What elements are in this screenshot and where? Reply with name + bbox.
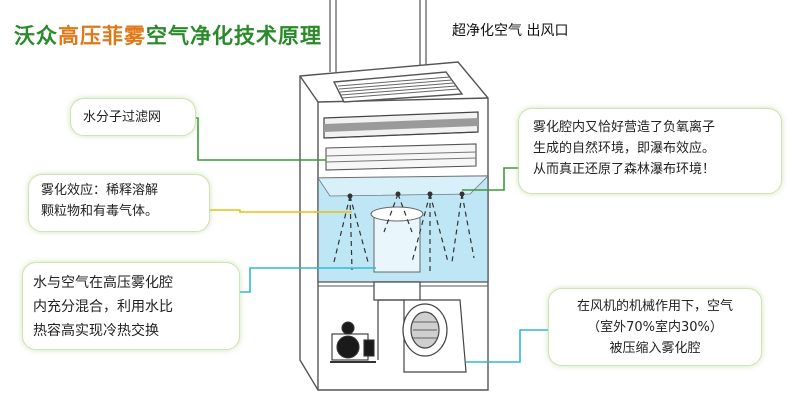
atomization-chamber (317, 175, 489, 283)
leader-line-atomize (210, 209, 352, 213)
title-brand: 沃众 (14, 24, 58, 48)
callout-water-filter-text: 水分子过滤网 (83, 110, 162, 125)
callout-mixing-line3: 热容高实现冷热交换 (33, 323, 159, 339)
title-highlight: 高压菲雾 (58, 24, 146, 48)
water-filter-mesh (323, 111, 479, 139)
callout-atomization-line2: 颗粒物和有毒气体。 (41, 204, 159, 219)
callout-mixing-line2: 内充分混合，利用水比 (33, 299, 173, 315)
callout-water-air-mixing: 水与空气在高压雾化腔 内充分混合，利用水比 热容高实现冷热交换 (22, 262, 240, 350)
leader-line-anion (462, 167, 518, 191)
water-pump (330, 321, 376, 363)
callout-mixing-line1: 水与空气在高压雾化腔 (33, 275, 173, 291)
leader-line-filter (196, 117, 326, 161)
title-rest: 空气净化技术原理 (146, 24, 322, 48)
callout-intake-line2: （室外70%室内30%） (587, 320, 723, 335)
callout-atomization-effect: 雾化效应：稀释溶解 颗粒物和有毒气体。 (28, 174, 210, 232)
centrifugal-fan (373, 281, 467, 373)
callout-intake-line3: 被压缩入雾化腔 (609, 341, 701, 356)
leader-line-intake (466, 329, 548, 363)
callout-intake-line1: 在风机的机械作用下，空气 (576, 299, 733, 314)
diagram-title: 沃众高压菲雾空气净化技术原理 (14, 20, 322, 50)
callout-fan-intake: 在风机的机械作用下，空气 （室外70%室内30%） 被压缩入雾化腔 (548, 288, 762, 366)
outlet-label: 超净化空气 出风口 (452, 23, 569, 39)
callout-anion-line3: 从而真正还原了森林瀑布环境！ (533, 162, 716, 177)
nozzle-heads (347, 191, 465, 199)
callout-negative-ions: 雾化腔内又恰好营造了负氧离子 生成的自然环境，即瀑布效应。 从而真正还原了森林瀑… (518, 108, 782, 194)
top-grille-slats (337, 76, 459, 99)
callout-water-filter: 水分子过滤网 (70, 98, 196, 136)
air-outlet-duct (329, 0, 427, 72)
callout-anion-line1: 雾化腔内又恰好营造了负氧离子 (533, 120, 716, 135)
callout-anion-line2: 生成的自然环境，即瀑布效应。 (533, 141, 716, 156)
spray-nozzles (333, 193, 475, 272)
callout-atomization-line1: 雾化效应：稀释溶解 (41, 183, 159, 198)
leader-line-mixing (240, 267, 376, 293)
mist-eliminator (325, 143, 477, 171)
